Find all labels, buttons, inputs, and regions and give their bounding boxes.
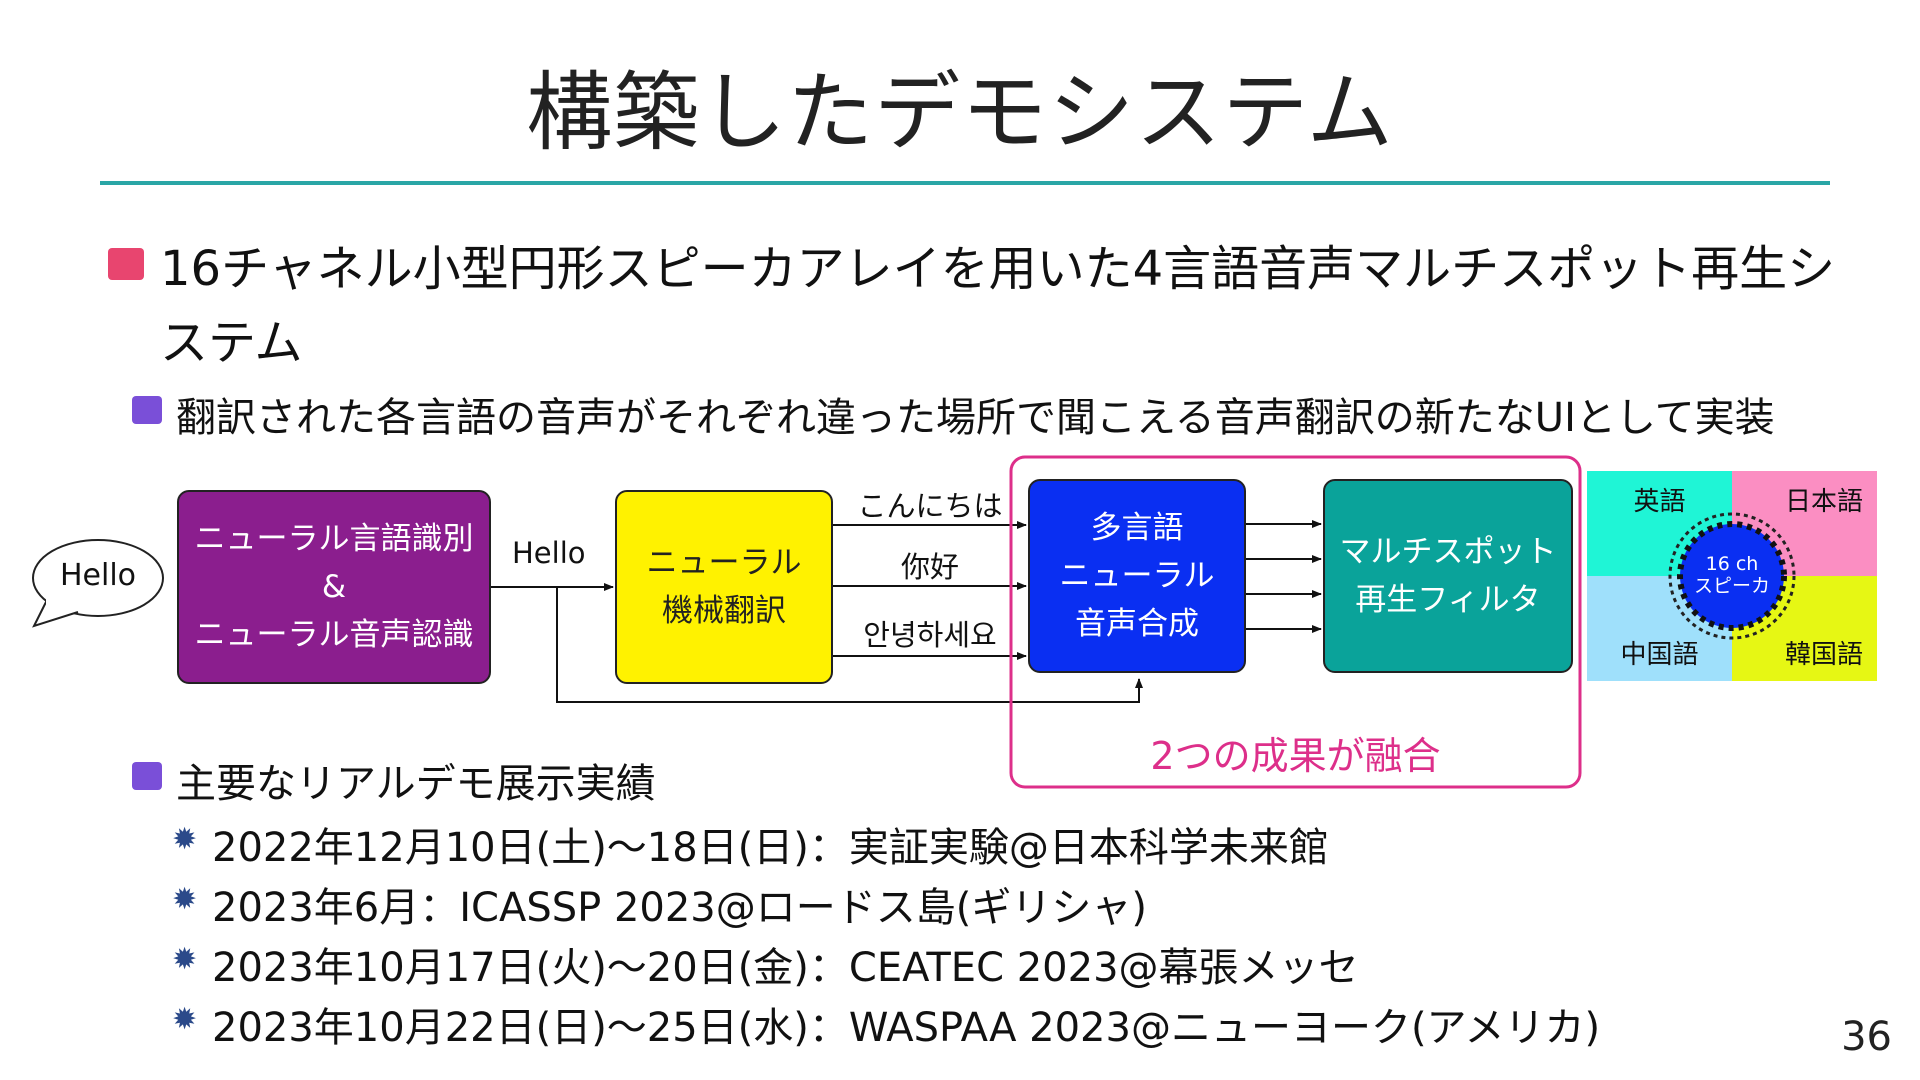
list-marker: ✹ [172, 822, 198, 857]
list-marker: ✹ [172, 1002, 198, 1037]
tts-box-line: 多言語 [1090, 510, 1184, 546]
tts-box-line: ニューラル [1059, 558, 1215, 594]
bullet-main-text: 16チャネル小型円形スピーカアレイを用いた4言語音声マルチスポット再生システム [160, 241, 1836, 371]
sub-bullet-text: 主要なリアルデモ展示実績 [176, 761, 656, 807]
filter-box-line: マルチスポット [1339, 534, 1557, 570]
title-divider [100, 181, 1830, 185]
zone-korean-label: 韓国語 [1784, 640, 1863, 670]
demo-item: 2023年6月：ICASSP 2023@ロードス島(ギリシャ) [212, 885, 1147, 931]
zone-japanese-label: 日本語 [1784, 487, 1863, 517]
demo-item: 2022年12月10日(土)〜18日(日)：実証実験@日本科学未来館 [212, 825, 1329, 871]
fusion-frame [1009, 455, 1582, 789]
tts-box-line: 音声合成 [1075, 606, 1199, 642]
list-marker: ✹ [172, 942, 198, 977]
tts-box: 多言語 ニューラル 音声合成 [1028, 479, 1246, 673]
list-marker: ✹ [172, 882, 198, 917]
speaker-label-line: 16 ch [1705, 553, 1759, 575]
speaker-label-line: スピーカ [1693, 575, 1770, 597]
bullet-marker [108, 248, 144, 280]
mt-box-line: 機械翻訳 [662, 593, 786, 629]
speaker-layout: 英語 日本語 中国語 韓国語 16 ch スピーカ [1587, 471, 1877, 681]
demo-item: 2023年10月22日(日)〜25日(水)：WASPAA 2023@ニューヨーク… [212, 1005, 1601, 1051]
mt-box: ニューラル 機械翻訳 [615, 490, 833, 684]
fusion-label: 2つの成果が融合 [1150, 734, 1441, 778]
page-title: 構築したデモシステム [526, 63, 1394, 163]
speaker-array-icon [1668, 512, 1796, 640]
translation-label-ja: こんにちは [857, 489, 1003, 523]
page-number: 36 [1841, 1014, 1892, 1060]
asr-box-line: & [321, 569, 347, 605]
demo-item: 2023年10月17日(火)〜20日(金)：CEATEC 2023@幕張メッセ [212, 945, 1359, 991]
zone-chinese-label: 中国語 [1620, 640, 1699, 670]
asr-box-line: ニューラル音声認識 [194, 617, 474, 653]
asr-output-label: Hello [512, 536, 586, 570]
sub-bullet-marker [132, 396, 162, 424]
translation-label-ko: 안녕하세요 [863, 618, 997, 652]
speaker-array-label: 16 ch スピーカ [1682, 553, 1782, 597]
speech-bubble-text: Hello [59, 558, 137, 593]
filter-box: マルチスポット 再生フィルタ [1323, 479, 1573, 673]
zone-english-label: 英語 [1633, 487, 1686, 517]
sub-bullet-marker [132, 762, 162, 790]
sub-bullet-text: 翻訳された各言語の音声がそれぞれ違った場所で聞こえる音声翻訳の新たなUIとして実… [176, 395, 1775, 441]
translation-label-zh: 你好 [900, 550, 959, 584]
asr-box-line: ニューラル言語識別 [194, 521, 474, 557]
mt-box-line: ニューラル [646, 545, 802, 581]
filter-box-line: 再生フィルタ [1355, 582, 1541, 618]
asr-box: ニューラル言語識別 & ニューラル音声認識 [177, 490, 491, 684]
